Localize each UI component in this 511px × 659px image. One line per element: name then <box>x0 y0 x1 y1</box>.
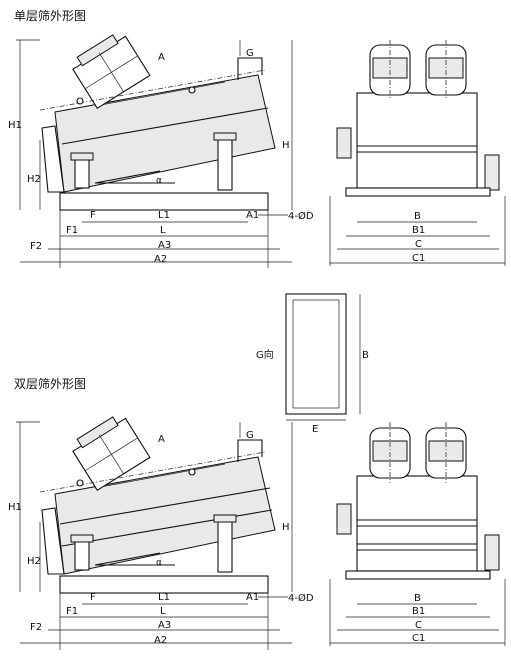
double-label-alpha: α <box>156 558 162 568</box>
single-end-body <box>356 92 478 189</box>
single-side-view: α A G H1 H2 H F L1 A1 F1 L F2 A3 A2 4-ØD <box>8 34 314 268</box>
double-label-L: L <box>160 606 166 617</box>
single-label-L1: L1 <box>158 210 170 221</box>
single-label-A2: A2 <box>154 254 167 265</box>
single-spring-left <box>74 157 90 189</box>
double-label-H2: H2 <box>27 556 41 567</box>
single-label-A: A <box>158 52 165 63</box>
g-view-outline <box>285 293 347 415</box>
g-label-direction: G向 <box>256 348 274 361</box>
double-label-A2: A2 <box>154 635 167 646</box>
double-label-A3: A3 <box>158 620 171 631</box>
double-label-B1: B1 <box>412 606 425 617</box>
single-label-C1: C1 <box>412 253 425 264</box>
double-label-L1: L1 <box>158 592 170 603</box>
single-label-F1: F1 <box>66 225 78 236</box>
single-label-holes: 4-ØD <box>288 210 314 222</box>
double-label-A: A <box>158 434 165 445</box>
single-label-C: C <box>415 239 422 250</box>
title-double-deck: 双层筛外形图 <box>14 376 86 391</box>
double-exciter-motor <box>72 416 151 492</box>
single-end-base <box>345 187 491 197</box>
double-label-F1: F1 <box>66 606 78 617</box>
title-single-deck: 单层筛外形图 <box>14 8 86 23</box>
single-spring-right <box>217 137 233 191</box>
double-base <box>59 575 269 594</box>
g-label-E: E <box>312 424 318 435</box>
single-label-H2: H2 <box>27 174 41 185</box>
single-label-H: H <box>282 140 290 151</box>
single-end-view: B B1 C C1 <box>329 40 506 266</box>
double-end-view: B B1 C C1 <box>329 422 506 646</box>
double-label-G: G <box>246 430 254 441</box>
double-label-F: F <box>90 592 96 603</box>
double-label-C: C <box>415 620 422 631</box>
double-label-B: B <box>414 593 421 604</box>
double-end-body <box>356 475 478 572</box>
single-label-F2: F2 <box>30 241 42 252</box>
double-label-H: H <box>282 522 290 533</box>
single-label-A3: A3 <box>158 240 171 251</box>
g-label-B: B <box>362 350 369 361</box>
single-label-L: L <box>160 225 166 236</box>
double-end-base <box>345 570 491 580</box>
single-label-A1: A1 <box>246 210 259 221</box>
single-label-B: B <box>414 211 421 222</box>
single-base <box>59 192 269 211</box>
double-spring-left <box>74 539 90 571</box>
double-label-A1: A1 <box>246 592 259 603</box>
double-label-H1: H1 <box>8 502 22 513</box>
single-label-G: G <box>246 48 254 59</box>
double-label-C1: C1 <box>412 633 425 644</box>
double-side-view: α A G H1 H2 H F L1 A1 F1 L F2 A3 A2 4-ØD <box>8 416 314 650</box>
double-label-F2: F2 <box>30 622 42 633</box>
single-label-B1: B1 <box>412 225 425 236</box>
g-direction-view: E B G向 <box>256 293 369 435</box>
single-label-alpha: α <box>156 176 162 186</box>
single-label-H1: H1 <box>8 120 22 131</box>
double-spring-right <box>217 519 233 573</box>
single-exciter-motor <box>72 34 151 110</box>
single-label-F: F <box>90 210 96 221</box>
double-label-holes: 4-ØD <box>288 592 314 604</box>
